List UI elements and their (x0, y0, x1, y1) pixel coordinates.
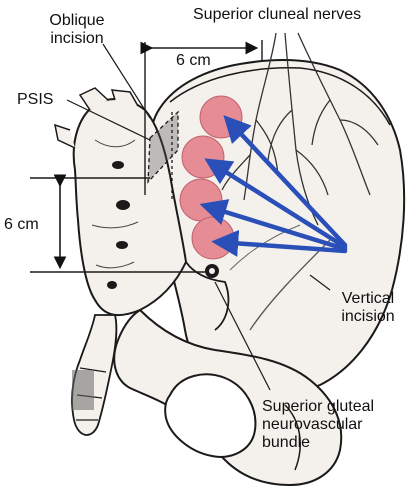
label-superior-cluneal-nerves: Superior cluneal nerves (193, 6, 361, 24)
label-vertical-incision: Vertical incision (328, 290, 408, 326)
vertical-line2: incision (328, 308, 408, 326)
oblique-line2: incision (42, 30, 112, 48)
label-horizontal-6cm: 6 cm (176, 52, 211, 70)
gluteal-line1: Superior gluteal (262, 398, 407, 416)
label-vertical-6cm: 6 cm (2, 216, 41, 234)
oblique-line1: Oblique (42, 12, 112, 30)
label-superior-gluteal-bundle: Superior gluteal neurovascular bundle (262, 398, 407, 452)
gluteal-line3: bundle (262, 434, 407, 452)
label-psis: PSIS (17, 91, 53, 109)
vertical-line1: Vertical (328, 290, 408, 308)
target-circle-3 (180, 179, 222, 221)
target-circle-4 (192, 217, 234, 259)
label-oblique-incision: Oblique incision (42, 12, 112, 48)
target-circle-1 (200, 96, 242, 138)
gluteal-line2: neurovascular (262, 416, 407, 434)
target-circle-2 (182, 136, 224, 178)
